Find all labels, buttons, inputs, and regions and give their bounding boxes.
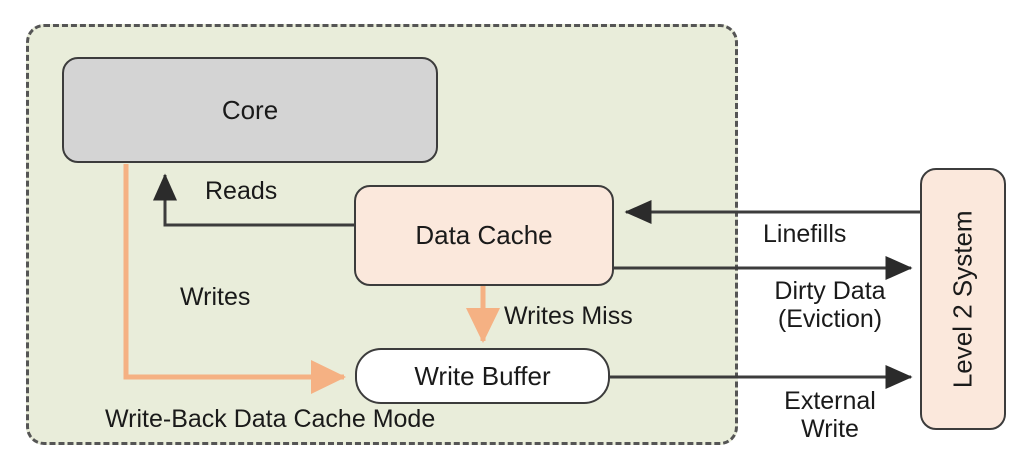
node-level-2-system-label: Level 2 System — [947, 210, 978, 388]
edge-label-reads: Reads — [205, 177, 278, 205]
node-write-buffer-label: Write Buffer — [414, 360, 551, 391]
edge-label-writes-miss: Writes Miss — [504, 302, 633, 330]
node-data-cache[interactable]: Data Cache — [354, 185, 614, 286]
edge-label-writes: Writes — [180, 283, 251, 311]
node-level-2-system[interactable]: Level 2 System — [920, 168, 1006, 430]
node-write-buffer[interactable]: Write Buffer — [355, 348, 610, 404]
edge-label-external-write: External Write — [742, 387, 918, 443]
region-caption: Write-Back Data Cache Mode — [105, 405, 436, 433]
edge-label-external-write-line1: External — [784, 387, 876, 415]
edge-label-linefills: Linefills — [763, 220, 847, 248]
edge-label-dirty-data: Dirty Data (Eviction) — [742, 277, 918, 333]
edge-label-dirty-data-line2: (Eviction) — [777, 305, 883, 333]
node-core[interactable]: Core — [62, 57, 438, 163]
node-data-cache-label: Data Cache — [415, 220, 553, 251]
edge-label-external-write-line2: Write — [801, 415, 859, 443]
node-core-label: Core — [221, 94, 279, 125]
edge-label-dirty-data-line1: Dirty Data — [774, 277, 886, 305]
